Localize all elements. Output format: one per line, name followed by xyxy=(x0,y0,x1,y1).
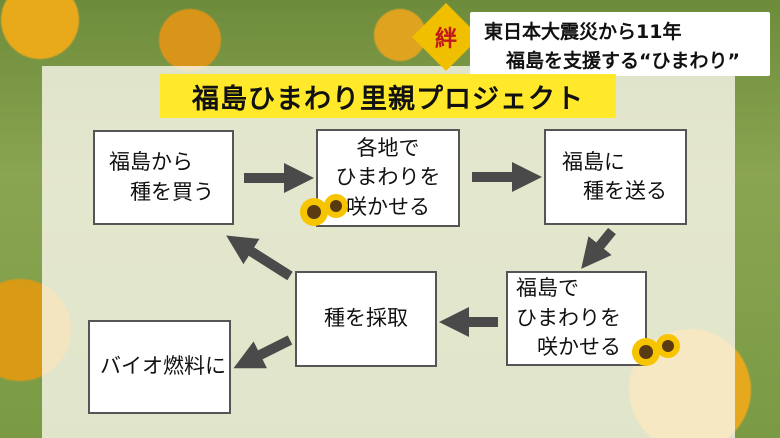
step-text: 咲かせる xyxy=(346,194,430,219)
headline-line2: 福島を支援する“ひまわり” xyxy=(506,50,740,72)
step-text: 種を採取 xyxy=(324,306,408,331)
step-text: バイオ燃料に xyxy=(100,354,226,379)
step-bloom-fukushima: 福島で ひまわりを 咲かせる xyxy=(506,271,647,366)
sunflower-icon xyxy=(632,334,680,366)
step-text: 種を送る xyxy=(562,179,667,203)
step-text: 福島で xyxy=(516,276,579,301)
arrow-up-left xyxy=(226,235,293,281)
step-text: 福島から xyxy=(109,150,193,175)
step-text: ひまわりを xyxy=(516,305,621,330)
arrow-down-left xyxy=(581,227,616,269)
step-text: 各地で xyxy=(356,135,420,160)
step-text: 種を買う xyxy=(109,179,214,204)
step-biofuel: バイオ燃料に xyxy=(88,320,231,414)
step-text: 咲かせる xyxy=(516,335,621,360)
project-title: 福島ひまわり里親プロジェクト xyxy=(160,74,616,118)
step-buy-seeds: 福島から 種を買う xyxy=(93,130,234,225)
headline-line1: 東日本大震災から11年 xyxy=(484,21,682,43)
arrow-down-left-2 xyxy=(233,335,293,369)
headline-box: 東日本大震災から11年 福島を支援する“ひまわり” xyxy=(470,12,770,76)
step-harvest-seeds: 種を採取 xyxy=(295,271,437,367)
step-text: 福島に xyxy=(562,149,625,174)
step-send-seeds: 福島に 種を送る xyxy=(544,129,687,225)
step-text: ひまわりを xyxy=(335,165,441,190)
sunflower-icon xyxy=(300,194,348,226)
step-bloom-everywhere: 各地で ひまわりを 咲かせる xyxy=(316,129,460,227)
badge-label: 絆 xyxy=(434,27,457,52)
